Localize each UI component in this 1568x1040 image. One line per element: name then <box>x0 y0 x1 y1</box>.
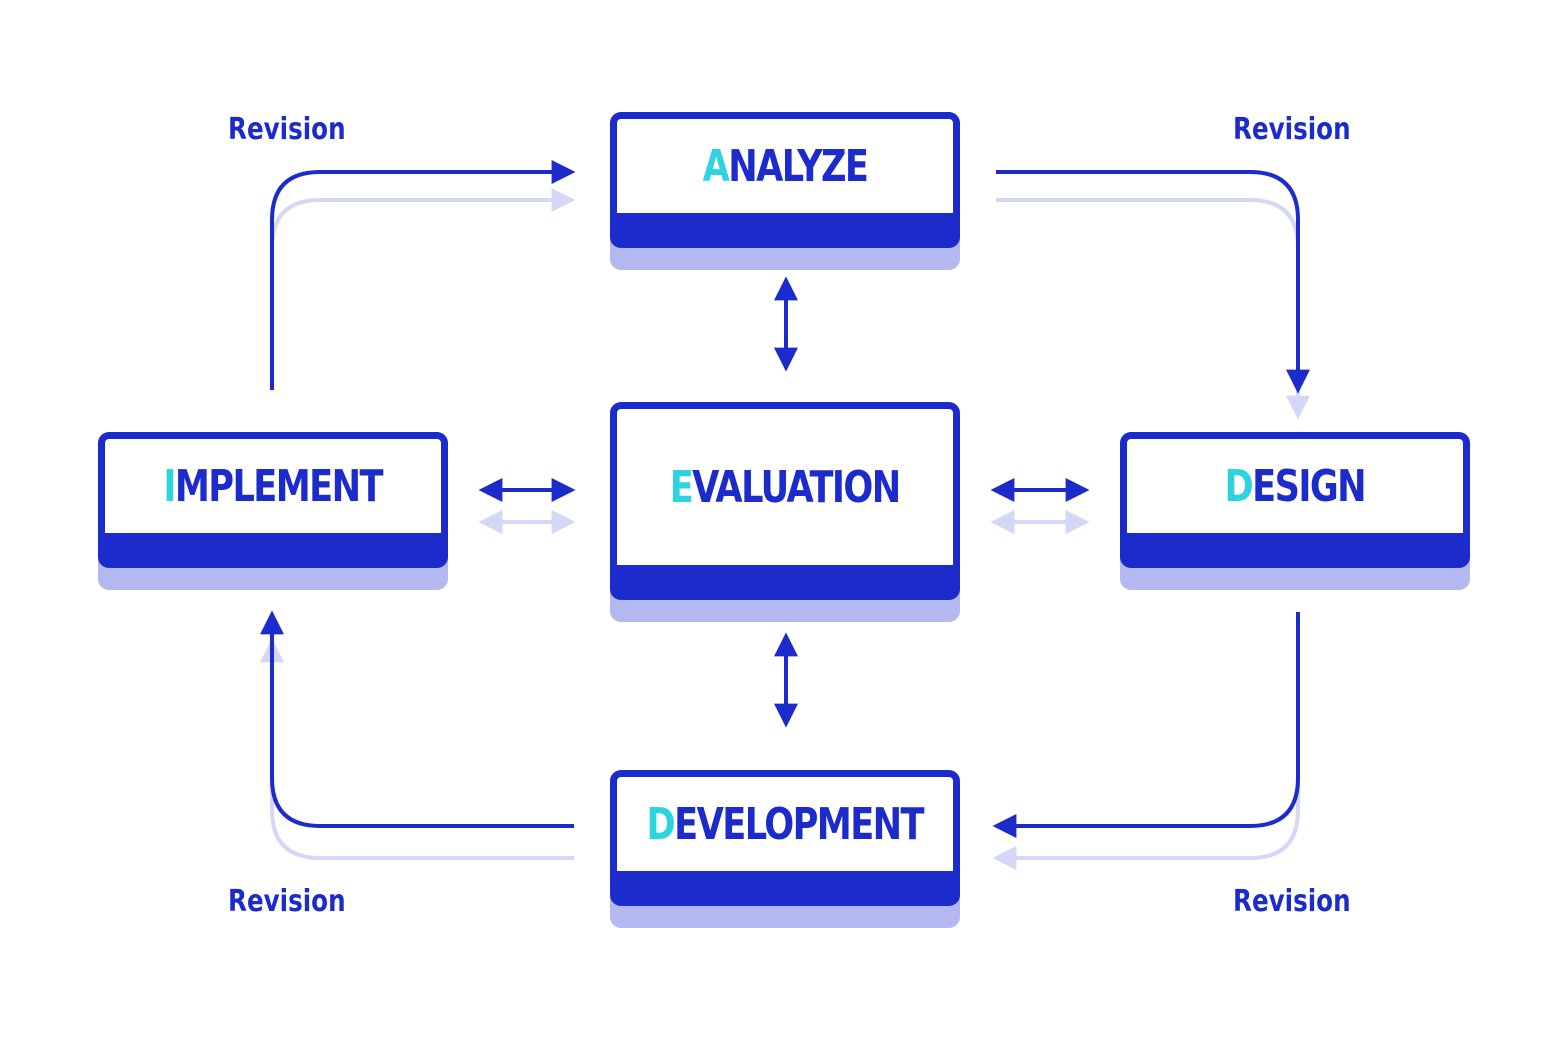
development-box: DEVELOPMENT <box>610 770 960 906</box>
development-initial: D <box>646 798 676 850</box>
analyze-initial: A <box>702 140 730 192</box>
revision-label-bottom-right: Revision <box>1233 884 1351 919</box>
design-initial: D <box>1224 460 1254 512</box>
arrow-implement-to-analyze <box>270 160 576 390</box>
arrow-development-to-implement <box>260 610 574 828</box>
implement-box: IMPLEMENT <box>98 432 448 568</box>
analyze-title: ANALYZE <box>702 140 869 192</box>
revision-label-top-left: Revision <box>228 112 346 147</box>
implement-initial: I <box>163 460 177 512</box>
design-box: DESIGN <box>1120 432 1470 568</box>
analyze-box: ANALYZE <box>610 112 960 248</box>
development-rest: EVELOPMENT <box>674 798 924 850</box>
evaluation-initial: E <box>670 461 694 513</box>
development-title: DEVELOPMENT <box>646 798 925 850</box>
design-rest: ESIGN <box>1252 460 1366 512</box>
design-title: DESIGN <box>1224 460 1367 512</box>
arrow-design-to-development-shadow <box>992 612 1300 870</box>
arrow-development-to-implement-shadow <box>260 638 574 860</box>
evaluation-box: EVALUATION <box>610 402 960 600</box>
revision-label-bottom-left: Revision <box>228 884 346 919</box>
arrow-implement-to-analyze-shadow <box>270 188 576 390</box>
arrow-analyze-to-design-shadow <box>996 198 1310 420</box>
implement-title: IMPLEMENT <box>163 460 384 512</box>
arrow-design-to-development <box>992 612 1300 838</box>
arrow-analyze-to-design <box>996 170 1310 394</box>
revision-label-top-right: Revision <box>1233 112 1351 147</box>
implement-rest: MPLEMENT <box>175 460 384 512</box>
analyze-rest: NALYZE <box>728 140 869 192</box>
evaluation-rest: VALUATION <box>692 461 902 513</box>
evaluation-title: EVALUATION <box>670 461 902 513</box>
